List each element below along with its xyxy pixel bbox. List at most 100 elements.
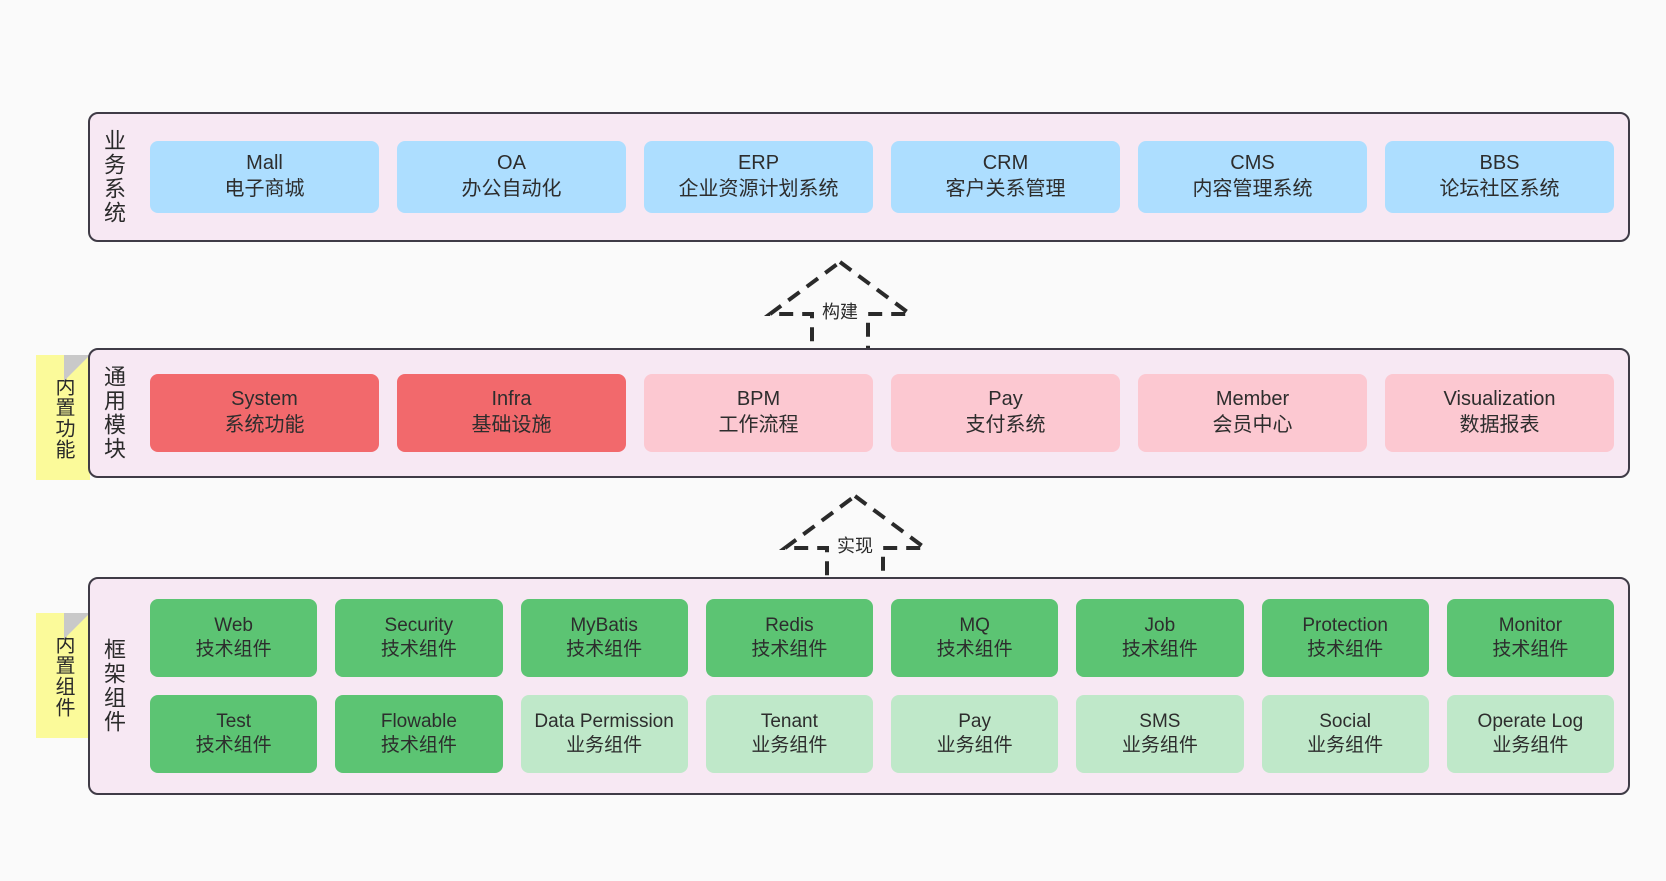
sticky-note-label: 内置功能 <box>52 375 74 460</box>
arrow-implement: 实现 <box>775 492 935 588</box>
node-en-label: ERP <box>737 152 780 175</box>
layer-title-business: 业务系统 <box>100 129 126 225</box>
layer-business-systems: 业务系统 Mall 电子商城 OA 办公自动化 ERP 企业资源计划系统 CRM… <box>88 112 1630 242</box>
node-security[interactable]: Security 技术组件 <box>335 599 503 677</box>
layer-row: Mall 电子商城 OA 办公自动化 ERP 企业资源计划系统 CRM 客户关系… <box>150 141 1614 213</box>
node-operate-log[interactable]: Operate Log 业务组件 <box>1446 695 1614 773</box>
node-job[interactable]: Job 技术组件 <box>1076 599 1244 677</box>
node-tenant[interactable]: Tenant 业务组件 <box>705 695 873 773</box>
node-en-label: Test <box>216 710 252 732</box>
node-cn-label: 技术组件 <box>1121 639 1198 660</box>
node-infra[interactable]: Infra 基础设施 <box>397 374 626 452</box>
node-en-label: Member <box>1215 388 1290 411</box>
node-oa[interactable]: OA 办公自动化 <box>397 141 626 213</box>
node-system[interactable]: System 系统功能 <box>150 374 379 452</box>
node-en-label: Redis <box>765 614 814 636</box>
node-pay-module[interactable]: Pay 支付系统 <box>891 374 1120 452</box>
node-flowable[interactable]: Flowable 技术组件 <box>335 695 503 773</box>
node-cn-label: 支付系统 <box>965 414 1046 436</box>
node-en-label: SMS <box>1139 710 1181 732</box>
arrow-build-label: 构建 <box>822 302 858 322</box>
node-mall[interactable]: Mall 电子商城 <box>150 141 379 213</box>
node-protection[interactable]: Protection 技术组件 <box>1261 599 1429 677</box>
node-en-label: Infra <box>491 388 532 411</box>
node-sms[interactable]: SMS 业务组件 <box>1076 695 1244 773</box>
node-cn-label: 内容管理系统 <box>1192 178 1313 200</box>
node-en-label: Job <box>1144 614 1176 636</box>
node-cn-label: 办公自动化 <box>461 178 562 200</box>
node-en-label: Flowable <box>380 710 457 732</box>
layer-title-modules: 通用模块 <box>100 365 126 461</box>
node-cn-label: 基础设施 <box>471 414 552 436</box>
layer-title-framework: 框架组件 <box>100 638 126 734</box>
node-en-label: System <box>231 388 298 411</box>
node-en-label: Social <box>1319 710 1371 732</box>
node-cn-label: 技术组件 <box>195 639 272 660</box>
node-cn-label: 系统功能 <box>224 414 305 436</box>
node-cn-label: 客户关系管理 <box>945 178 1066 200</box>
layer-body-modules: System 系统功能 Infra 基础设施 BPM 工作流程 Pay 支付系统… <box>136 350 1628 476</box>
node-web[interactable]: Web 技术组件 <box>150 599 318 677</box>
node-erp[interactable]: ERP 企业资源计划系统 <box>644 141 873 213</box>
node-cn-label: 技术组件 <box>936 639 1013 660</box>
sticky-note-builtin-features: 内置功能 <box>36 355 90 480</box>
node-cn-label: 会员中心 <box>1212 414 1293 436</box>
node-pay-component[interactable]: Pay 业务组件 <box>891 695 1059 773</box>
node-en-label: Tenant <box>760 710 818 732</box>
node-cn-label: 业务组件 <box>1307 735 1384 756</box>
node-cn-label: 技术组件 <box>1307 639 1384 660</box>
node-en-label: Pay <box>958 710 991 732</box>
layer-row: Test 技术组件 Flowable 技术组件 Data Permission … <box>150 695 1614 773</box>
node-test[interactable]: Test 技术组件 <box>150 695 318 773</box>
sticky-note-builtin-components: 内置组件 <box>36 613 90 738</box>
node-en-label: Pay <box>988 388 1023 411</box>
layer-body-framework: Web 技术组件 Security 技术组件 MyBatis 技术组件 Redi… <box>136 579 1628 793</box>
node-data-permission[interactable]: Data Permission 业务组件 <box>520 695 688 773</box>
node-cn-label: 技术组件 <box>566 639 643 660</box>
node-en-label: Visualization <box>1443 388 1556 411</box>
layer-framework-components: 框架组件 Web 技术组件 Security 技术组件 MyBatis 技术组件… <box>88 577 1630 795</box>
node-cn-label: 业务组件 <box>566 735 643 756</box>
node-en-label: Data Permission <box>534 710 674 732</box>
node-cn-label: 技术组件 <box>1492 639 1569 660</box>
node-crm[interactable]: CRM 客户关系管理 <box>891 141 1120 213</box>
node-cn-label: 数据报表 <box>1459 414 1540 436</box>
node-en-label: Monitor <box>1498 614 1563 636</box>
node-en-label: Web <box>214 614 253 636</box>
layer-body-business: Mall 电子商城 OA 办公自动化 ERP 企业资源计划系统 CRM 客户关系… <box>136 114 1628 240</box>
sticky-note-label: 内置组件 <box>52 633 74 718</box>
node-en-label: Mall <box>246 152 283 175</box>
node-en-label: Operate Log <box>1477 710 1584 732</box>
arrow-build: 构建 <box>760 258 920 354</box>
node-cn-label: 工作流程 <box>718 414 799 436</box>
node-visualization[interactable]: Visualization 数据报表 <box>1385 374 1614 452</box>
node-redis[interactable]: Redis 技术组件 <box>705 599 873 677</box>
node-en-label: Security <box>384 614 454 636</box>
node-social[interactable]: Social 业务组件 <box>1261 695 1429 773</box>
node-mq[interactable]: MQ 技术组件 <box>891 599 1059 677</box>
node-mybatis[interactable]: MyBatis 技术组件 <box>520 599 688 677</box>
node-cn-label: 论坛社区系统 <box>1439 178 1560 200</box>
node-cn-label: 技术组件 <box>380 735 457 756</box>
node-en-label: CRM <box>982 152 1029 175</box>
node-cn-label: 业务组件 <box>751 735 828 756</box>
node-cn-label: 技术组件 <box>195 735 272 756</box>
node-en-label: BPM <box>736 388 781 411</box>
node-cn-label: 技术组件 <box>751 639 828 660</box>
arrow-implement-label: 实现 <box>837 536 873 556</box>
node-en-label: MyBatis <box>570 614 638 636</box>
node-member[interactable]: Member 会员中心 <box>1138 374 1367 452</box>
node-cn-label: 业务组件 <box>936 735 1013 756</box>
node-cms[interactable]: CMS 内容管理系统 <box>1138 141 1367 213</box>
node-cn-label: 电子商城 <box>224 178 305 200</box>
layer-common-modules: 通用模块 System 系统功能 Infra 基础设施 BPM 工作流程 Pay… <box>88 348 1630 478</box>
node-bbs[interactable]: BBS 论坛社区系统 <box>1385 141 1614 213</box>
node-bpm[interactable]: BPM 工作流程 <box>644 374 873 452</box>
node-monitor[interactable]: Monitor 技术组件 <box>1446 599 1614 677</box>
layer-row: Web 技术组件 Security 技术组件 MyBatis 技术组件 Redi… <box>150 599 1614 677</box>
node-en-label: BBS <box>1479 152 1520 175</box>
node-en-label: OA <box>497 152 526 175</box>
node-en-label: MQ <box>959 614 990 636</box>
node-cn-label: 业务组件 <box>1121 735 1198 756</box>
